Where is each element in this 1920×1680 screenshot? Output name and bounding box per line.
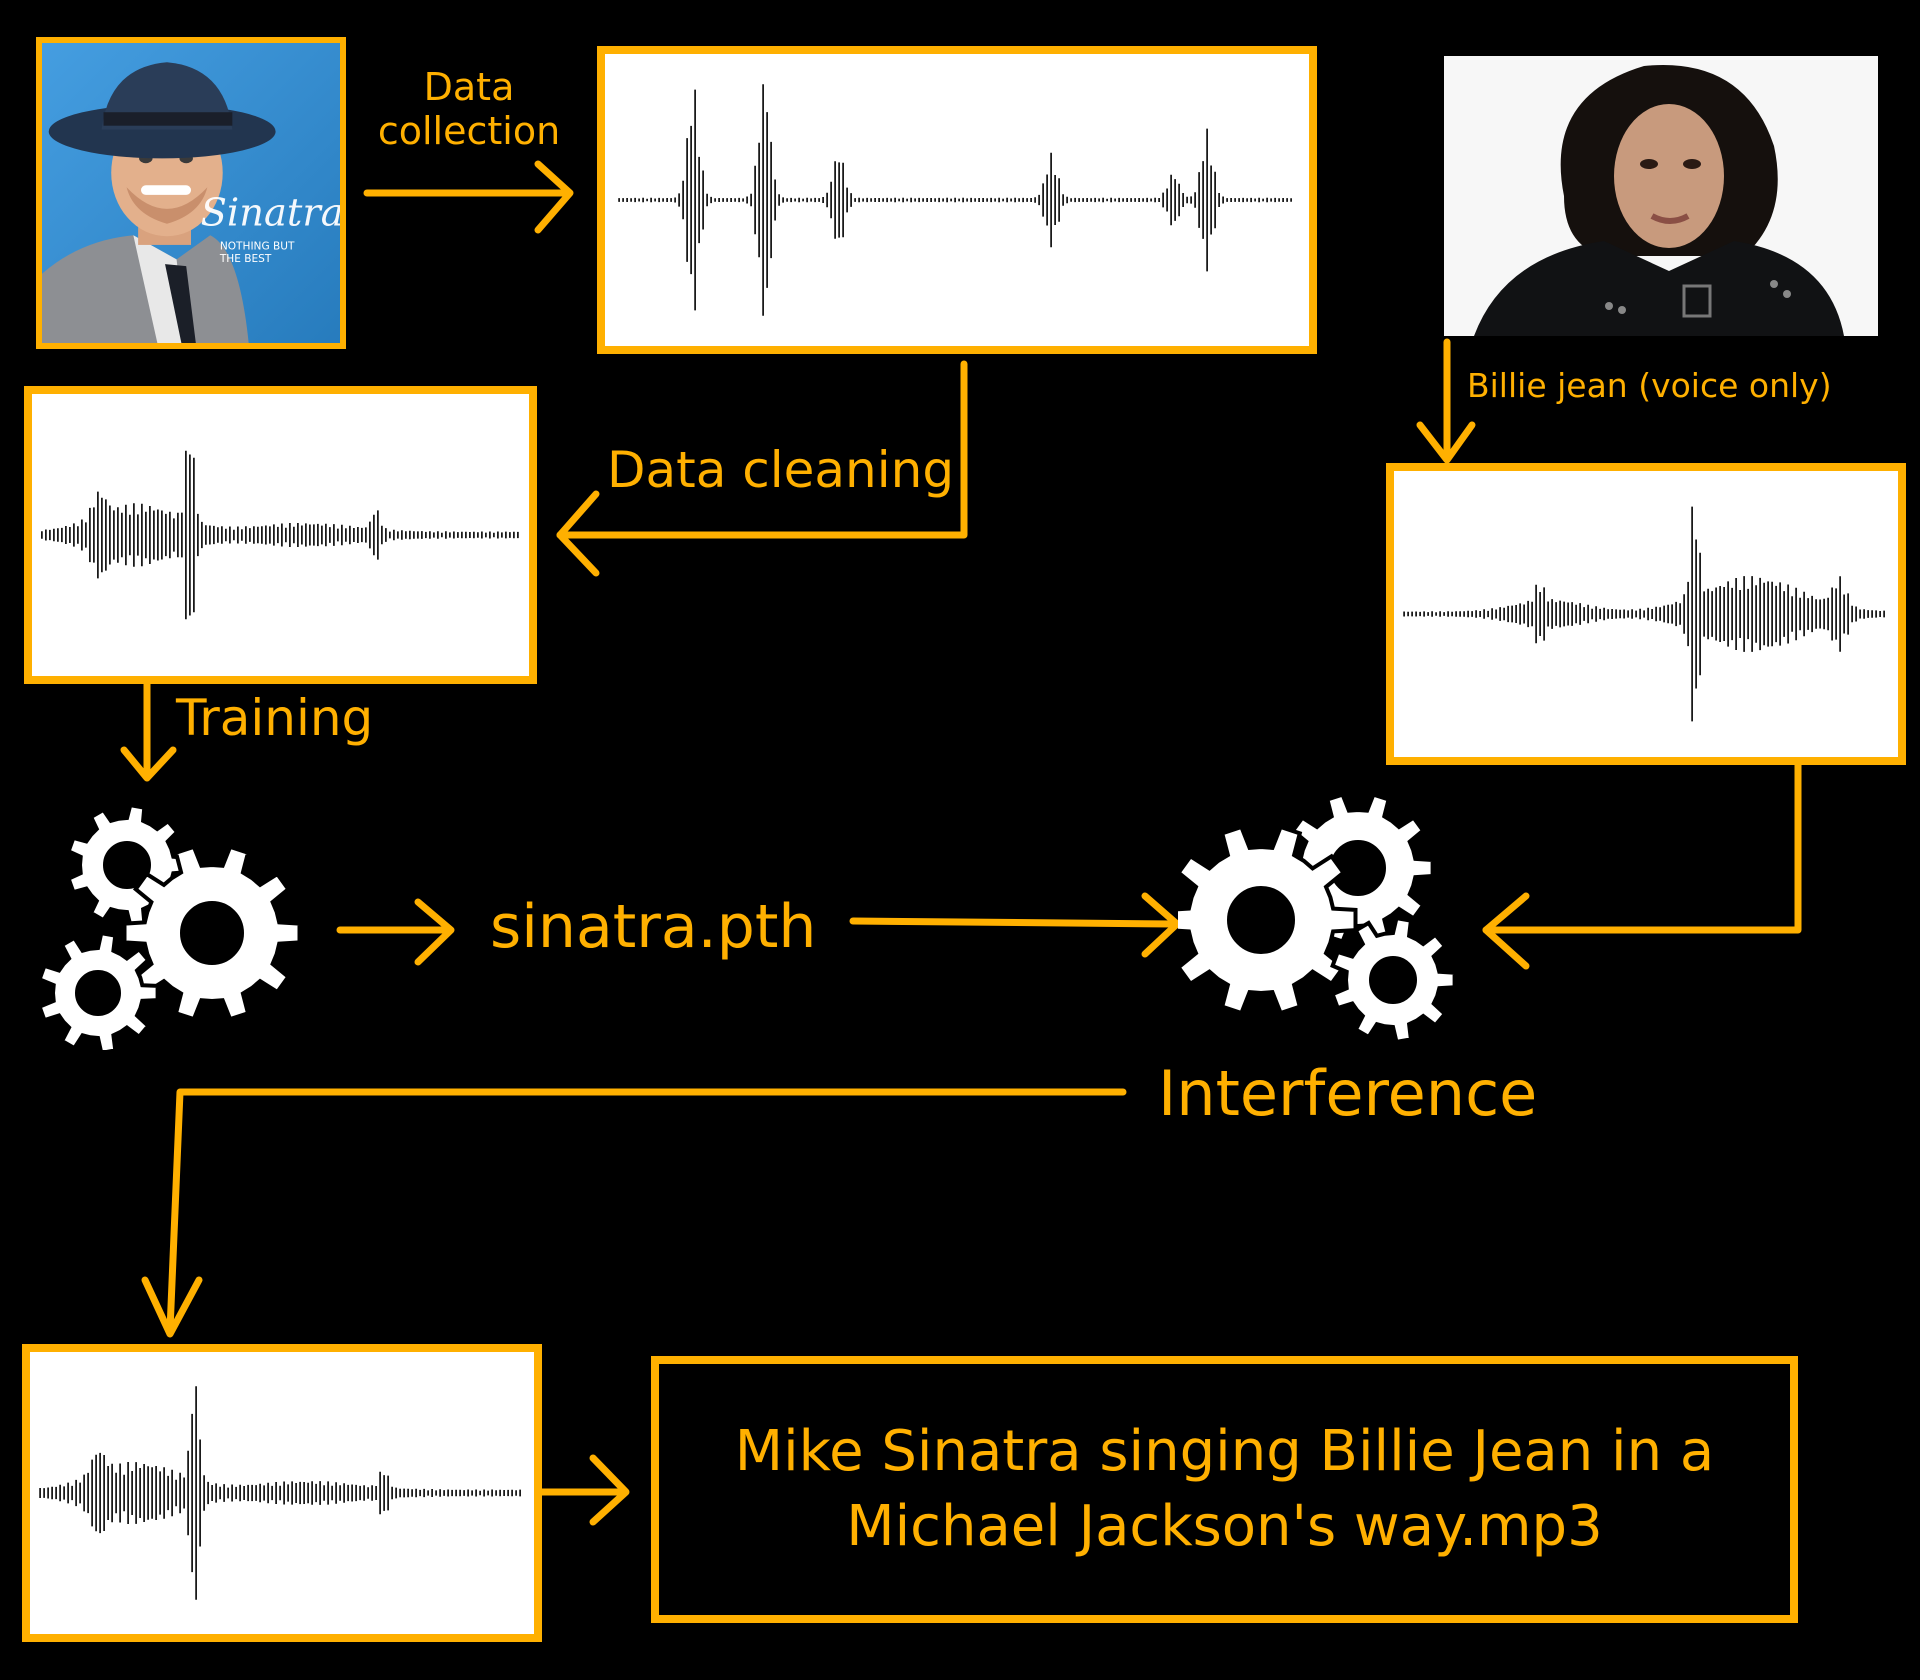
data-collection-label: Data collection [377, 65, 561, 153]
arrow-left-icon [556, 360, 968, 577]
training-label: Training [176, 689, 374, 747]
gears-icon [37, 802, 302, 1050]
gear-icon [37, 930, 160, 1050]
billie-jean-label: Billie jean (voice only) [1467, 366, 1832, 405]
cleaned-audio-waveform [24, 386, 537, 684]
interference-label: Interference [1158, 1057, 1538, 1130]
arrow-right-icon [336, 898, 455, 966]
album-signature: Sinatra [201, 191, 340, 236]
voice-only-waveform [1386, 463, 1906, 765]
album-cover-image: Sinatra NOTHING BUT THE BEST [36, 37, 346, 349]
model-file-label: sinatra.pth [490, 892, 817, 962]
gear-icon [1178, 824, 1358, 1016]
data-cleaning-label: Data cleaning [607, 441, 955, 499]
result-output-box: Mike Sinatra singing Billie Jean in a Mi… [651, 1356, 1798, 1623]
album-subtitle-line2: THE BEST [219, 253, 272, 265]
raw-audio-waveform [597, 46, 1317, 354]
arrow-down-icon [120, 680, 177, 782]
gears-icon [1178, 792, 1457, 1045]
waveform-graphic [1403, 506, 1885, 722]
result-filename: Mike Sinatra singing Billie Jean in a Mi… [734, 1419, 1715, 1559]
michael-jackson-photo [1444, 56, 1878, 336]
waveform-graphic [41, 450, 519, 620]
arrow-right-icon [538, 1454, 630, 1526]
waveform-graphic [618, 84, 1292, 316]
gear-icon [1330, 915, 1457, 1045]
output-audio-waveform [22, 1344, 542, 1642]
arrow-right-icon [363, 160, 574, 234]
arrow-right-icon [849, 892, 1181, 958]
gear-icon [122, 844, 302, 1022]
album-subtitle-line1: NOTHING BUT [220, 241, 295, 253]
arrow-left-icon [1482, 761, 1802, 970]
arrow-down-icon [1416, 338, 1476, 464]
waveform-graphic [39, 1386, 521, 1600]
arrow-down-icon [141, 1088, 1127, 1338]
